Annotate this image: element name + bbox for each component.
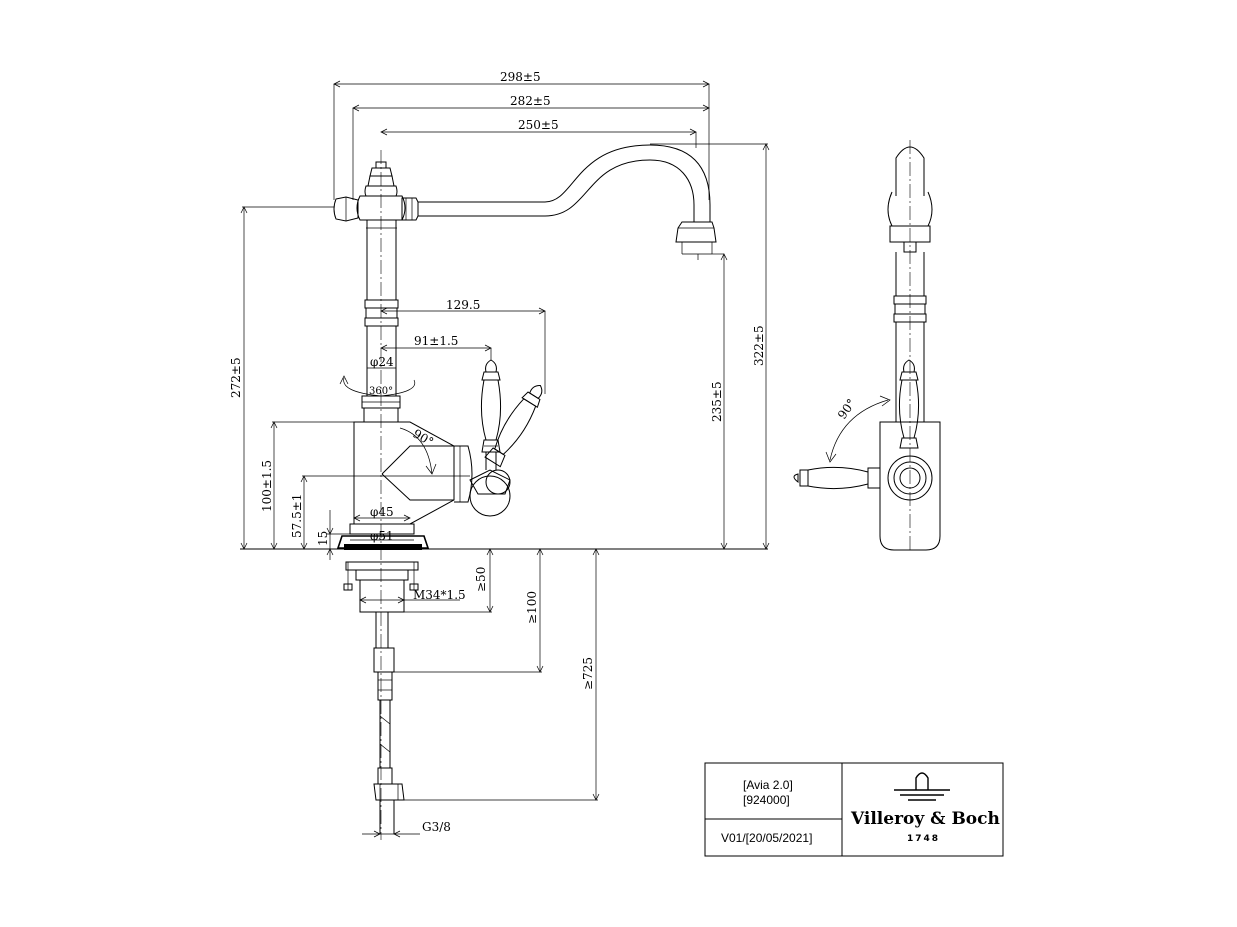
dim-250: 250±5 xyxy=(518,118,559,132)
dim-m34: M34*1.5 xyxy=(413,588,466,602)
dim-phi-51: φ51 xyxy=(370,529,394,543)
dim-322: 322±5 xyxy=(752,325,766,366)
dim-282: 282±5 xyxy=(510,94,551,108)
dim-90-deg-side: 90° xyxy=(835,396,859,421)
dim-ge-100: ≥100 xyxy=(525,591,539,624)
dim-100: 100±1.5 xyxy=(260,460,274,512)
dim-272: 272±5 xyxy=(229,357,243,398)
dim-phi-24: φ24 xyxy=(370,355,394,369)
dim-15: 15 xyxy=(316,531,330,546)
dim-91: 91±1.5 xyxy=(414,334,458,348)
dim-129-5: 129.5 xyxy=(446,298,480,312)
dim-ge-50: ≥50 xyxy=(474,567,488,592)
product-name: [Avia 2.0] xyxy=(743,778,793,792)
side-view xyxy=(793,140,941,552)
version-date: V01/[20/05/2021] xyxy=(721,831,812,845)
dim-g3-8: G3/8 xyxy=(422,820,451,834)
dim-57-5: 57.5±1 xyxy=(290,494,304,538)
dim-ge-725: ≥725 xyxy=(581,657,595,690)
villeroy-boch-logo-icon xyxy=(894,772,950,801)
dim-phi-45: φ45 xyxy=(370,505,394,519)
dim-298: 298±5 xyxy=(500,70,541,84)
front-view xyxy=(240,80,770,840)
dim-360-deg: 360° xyxy=(369,386,393,397)
dim-235: 235±5 xyxy=(710,381,724,422)
product-number: [924000] xyxy=(743,793,790,807)
brand-year: 1748 xyxy=(907,834,940,844)
title-block xyxy=(704,762,1004,857)
brand-name: Villeroy & Boch xyxy=(850,809,1000,829)
